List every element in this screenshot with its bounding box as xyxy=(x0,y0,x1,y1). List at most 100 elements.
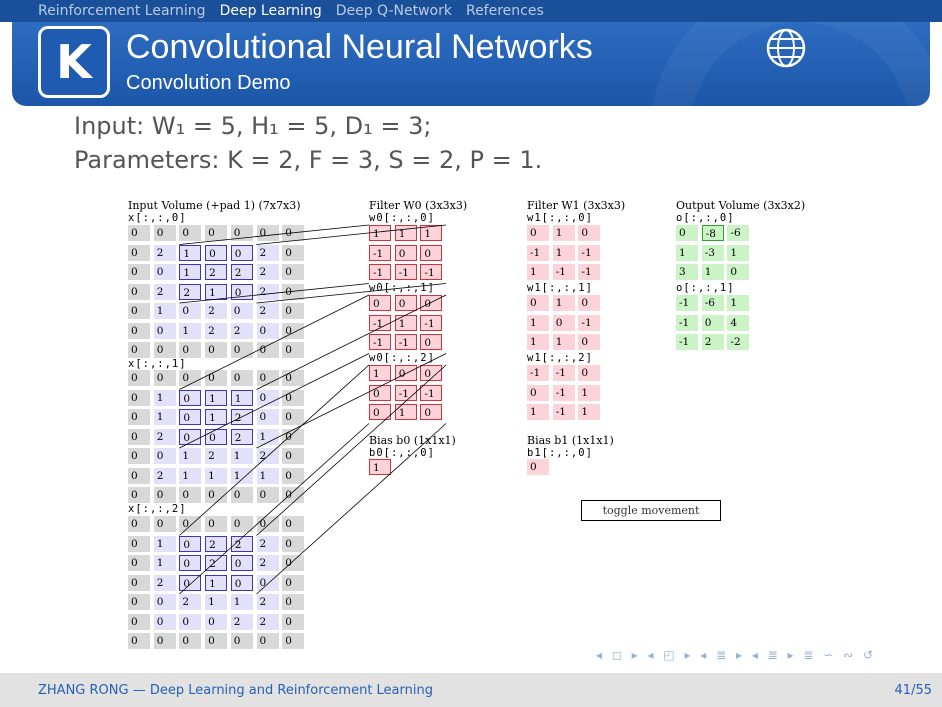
filter-w1-cell: 1 xyxy=(527,264,549,280)
input-cell: 1 xyxy=(230,448,253,464)
input-cell: 1 xyxy=(153,535,176,552)
output-cell: -6 xyxy=(701,295,724,311)
filter-w0-cell: -1 xyxy=(394,264,417,280)
filter-w1-cell: -1 xyxy=(527,244,549,261)
filter-w0-cell: 0 xyxy=(369,384,391,401)
input-cell: 0 xyxy=(128,322,150,339)
filter-w0-cell: 1 xyxy=(369,365,391,381)
output-slice-label-1: o[:,:,1] xyxy=(676,282,735,294)
bias-b1-cell: 0 xyxy=(527,459,549,475)
input-cell: 0 xyxy=(128,633,150,649)
input-cell: 1 xyxy=(256,467,279,484)
filter-w1-cell: 1 xyxy=(527,404,549,420)
input-cell: 0 xyxy=(256,389,279,406)
input-cell: 0 xyxy=(128,487,150,503)
filter-w1-cell: 0 xyxy=(578,225,601,241)
input-cell: 0 xyxy=(282,283,305,300)
nav-item-deep-q-network[interactable]: Deep Q-Network xyxy=(335,3,452,19)
input-cell: 0 xyxy=(128,264,150,280)
input-cell: 2 xyxy=(230,535,253,552)
input-cell: 2 xyxy=(153,467,176,484)
input-cell: 2 xyxy=(256,244,279,261)
kde-logo-icon: K xyxy=(38,26,110,98)
output-cell: 2 xyxy=(701,334,724,350)
filter-w0-cell: 1 xyxy=(394,314,417,331)
filter-w0-cell: -1 xyxy=(369,334,391,350)
input-cell: 0 xyxy=(128,555,150,571)
nav-item-deep-learning[interactable]: Deep Learning xyxy=(219,3,322,19)
input-cell: 0 xyxy=(179,303,202,319)
input-cell: 0 xyxy=(282,633,305,649)
input-cell: 2 xyxy=(230,409,253,425)
output-cell: 1 xyxy=(727,244,750,261)
input-cell: 0 xyxy=(230,225,253,241)
input-cell: 0 xyxy=(230,574,253,591)
input-cell: 2 xyxy=(230,322,253,339)
b1-slice-label: b1[:,:,0] xyxy=(527,447,593,459)
input-cell: 0 xyxy=(282,322,305,339)
nav-item-reinforcement-learning[interactable]: Reinforcement Learning xyxy=(38,3,206,19)
input-cell: 0 xyxy=(128,370,150,386)
input-cell: 1 xyxy=(179,244,202,261)
filter-w1-cell: 1 xyxy=(578,404,601,420)
input-cell: 0 xyxy=(128,283,150,300)
logo-letter: K xyxy=(56,35,92,89)
input-cell: 0 xyxy=(282,448,305,464)
filter-w1-cell: -1 xyxy=(578,244,601,261)
input-cell: 0 xyxy=(179,370,202,386)
input-cell: 2 xyxy=(179,594,202,610)
filter-w1-title: Filter W1 (3x3x3) xyxy=(527,199,626,212)
input-cell: 2 xyxy=(205,264,228,280)
output-cell: -6 xyxy=(727,225,750,241)
input-cell: 1 xyxy=(230,389,253,406)
w0-slice-label-0: w0[:,:,0] xyxy=(369,212,435,224)
input-cell: 0 xyxy=(128,448,150,464)
input-cell: 1 xyxy=(256,428,279,445)
input-cell: 0 xyxy=(282,613,305,630)
input-cell: 0 xyxy=(205,516,228,532)
input-cell: 0 xyxy=(128,535,150,552)
input-cell: 0 xyxy=(153,633,176,649)
input-cell: 0 xyxy=(179,487,202,503)
filter-w0-cell: 0 xyxy=(420,295,443,311)
input-cell: 0 xyxy=(205,428,228,445)
filter-w0-cell: -1 xyxy=(420,384,443,401)
input-cell: 0 xyxy=(256,409,279,425)
input-cell: 0 xyxy=(153,370,176,386)
beamer-navigation-icons[interactable]: ◂ ◻ ▸ ◂ ◰ ▸ ◂ ≣ ▸ ◂ ≣ ▸ ≣ ∽ ∾ ↺ xyxy=(596,648,877,662)
filter-w1-cell: 1 xyxy=(552,244,575,261)
input-cell: 1 xyxy=(205,409,228,425)
input-cell: 0 xyxy=(256,487,279,503)
filter-w0-cell: -1 xyxy=(394,384,417,401)
input-cell: 0 xyxy=(282,516,305,532)
w1-slice-label-1: w1[:,:,1] xyxy=(527,282,593,294)
output-cell: 0 xyxy=(727,264,750,280)
input-cell: 1 xyxy=(205,467,228,484)
input-cell: 0 xyxy=(256,633,279,649)
filter-w1-cell: 1 xyxy=(552,334,575,350)
filter-w1-cell: 0 xyxy=(578,365,601,381)
input-cell: 0 xyxy=(128,342,150,358)
filter-w1-cell: 0 xyxy=(527,225,549,241)
output-cell: 1 xyxy=(676,244,698,261)
input-cell: 2 xyxy=(153,283,176,300)
input-cell: 0 xyxy=(128,516,150,532)
output-cell: 0 xyxy=(676,225,698,241)
input-cell: 0 xyxy=(205,487,228,503)
filter-w1-cell: -1 xyxy=(527,365,549,381)
filter-w0-cell: 0 xyxy=(394,365,417,381)
output-volume-title: Output Volume (3x3x2) xyxy=(676,199,806,212)
filter-w0-cell: -1 xyxy=(394,334,417,350)
toggle-movement-button[interactable]: toggle movement xyxy=(581,500,721,521)
input-cell: 0 xyxy=(179,613,202,630)
nav-item-references[interactable]: References xyxy=(465,3,544,19)
globe-icon xyxy=(766,28,806,68)
input-cell: 2 xyxy=(256,613,279,630)
input-cell: 0 xyxy=(179,225,202,241)
input-cell: 2 xyxy=(230,428,253,445)
input-cell: 1 xyxy=(205,283,228,300)
input-cell: 0 xyxy=(205,370,228,386)
input-slice-label-2: x[:,:,2] xyxy=(128,503,187,515)
input-cell: 1 xyxy=(153,555,176,571)
input-cell: 2 xyxy=(256,448,279,464)
